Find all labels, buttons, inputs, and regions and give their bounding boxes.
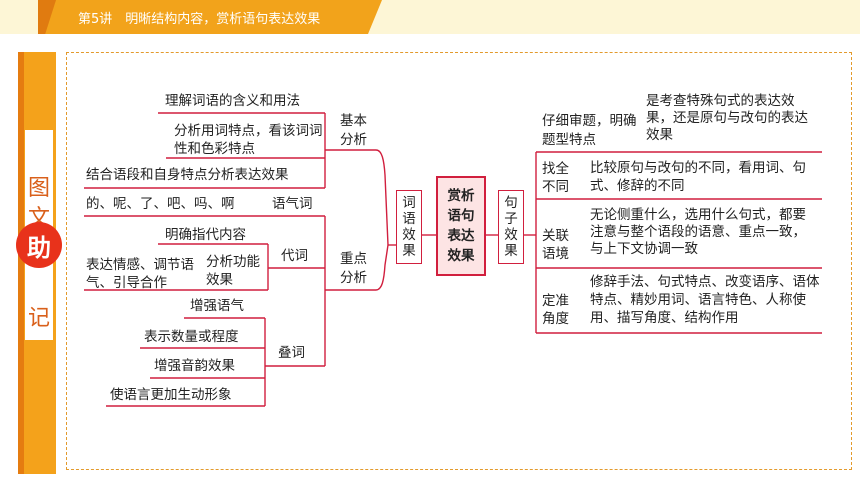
line-basic-label	[325, 149, 389, 246]
redup-item-4: 使语言更加生动形象	[110, 387, 232, 403]
right-label-1: 仔细审题，明确题型特点	[542, 113, 637, 148]
redup-item-2: 表示数量或程度	[144, 329, 239, 345]
right-label-2: 找全不同	[542, 161, 569, 195]
right-label-3: 关联语境	[542, 228, 569, 262]
pronouns-item-2: 分析功能效果	[206, 254, 260, 288]
key-label: 重点分析	[340, 251, 367, 286]
title-bar	[38, 0, 382, 34]
right-branch-box: 句子效果	[498, 190, 524, 264]
left-branch-box: 词语效果	[396, 190, 422, 264]
side-char-4: 记	[27, 306, 50, 331]
lecture-title: 第5讲 明晰结构内容，赏析语句表达效果	[78, 12, 321, 27]
redup-label: 叠词	[278, 345, 305, 361]
side-char-1: 图	[27, 176, 50, 201]
redup-item-3: 增强音韵效果	[154, 358, 235, 374]
right-text-3: 无论侧重什么，选用什么句式，都要注意与整个语段的语意、重点一致，与上下文协调一致	[590, 207, 806, 257]
pronouns-label: 代词	[281, 248, 308, 264]
right-text-4: 修辞手法、句式特点、改变语序、语体特点、精妙用词、语言特色、人称使用、描写角度、…	[590, 274, 820, 326]
side-char-3: 助	[16, 222, 62, 268]
basic-item-2: 分析用词特点，看该词词性和色彩特点	[174, 123, 323, 157]
basic-item-1: 理解词语的含义和用法	[165, 93, 300, 109]
redup-item-1: 增强语气	[190, 298, 244, 314]
basic-label: 基本分析	[340, 113, 367, 148]
particles-list: 的、呢、了、吧、吗、啊	[86, 196, 235, 212]
pronouns-item-1: 明确指代内容	[165, 227, 246, 243]
right-label-4: 定准角度	[542, 293, 569, 327]
center-box: 赏析语句表达效果	[436, 176, 486, 276]
particles-label: 语气词	[272, 196, 313, 212]
right-text-2: 比较原句与改句的不同，看用词、句式、修辞的不同	[590, 160, 806, 194]
basic-item-3: 结合语段和自身特点分析表达效果	[86, 167, 289, 183]
line-key-label	[325, 244, 389, 291]
pronouns-sub-item: 表达情感、调节语气、引导合作	[86, 257, 194, 291]
right-text-1: 是考查特殊句式的表达效果，还是原句与改句的表达效果	[646, 93, 808, 143]
content-frame	[66, 52, 852, 470]
